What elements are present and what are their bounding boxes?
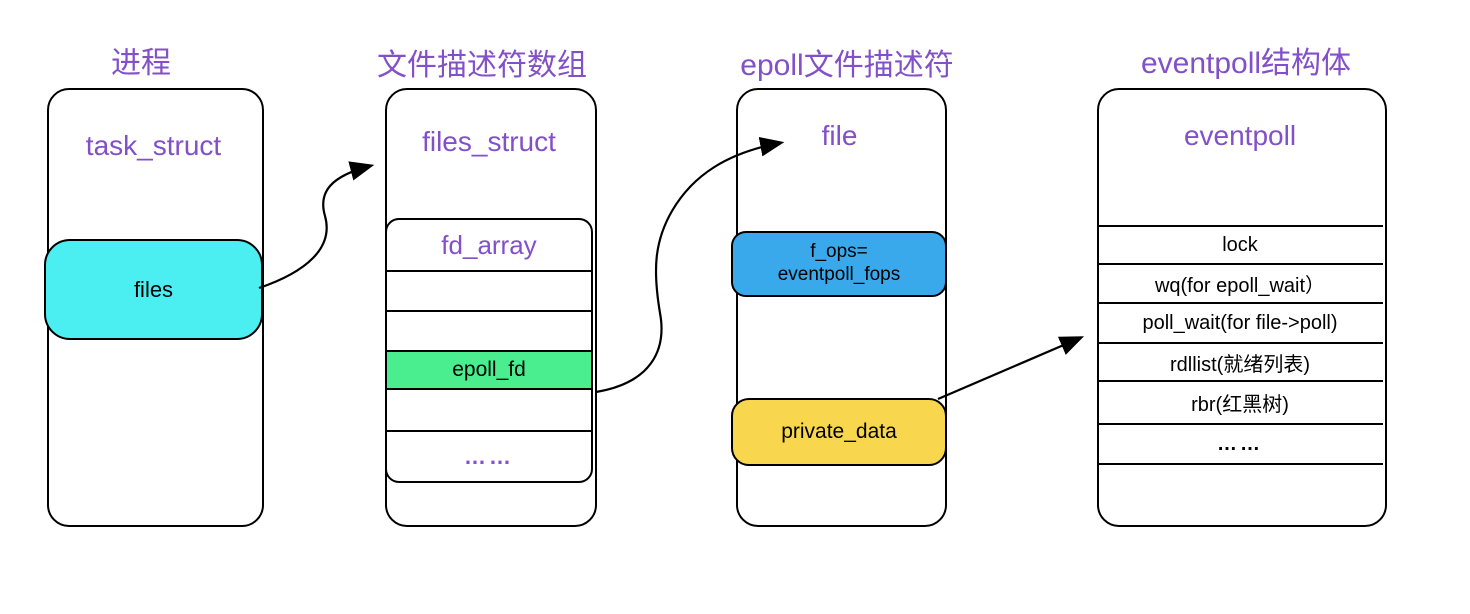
arrow-files-to-files-struct <box>258 161 375 290</box>
eventpoll-row-wq: wq(for epoll_wait） <box>1097 263 1383 302</box>
epoll-fd-label: epoll_fd <box>452 358 526 381</box>
fd-array-empty-row <box>387 390 591 432</box>
fdarray-column-title: 文件描述符数组 <box>377 49 587 82</box>
epoll-fd-row: epoll_fd <box>387 352 591 390</box>
file-column-title: epoll文件描述符 <box>740 49 954 82</box>
task-struct-label: task_struct <box>85 130 222 161</box>
fd-array-table: fd_array epoll_fd …… <box>385 218 593 483</box>
fd-array-ellipsis-row: …… <box>464 443 514 469</box>
files-field-label: files <box>133 276 174 302</box>
fd-array-empty-row <box>387 312 591 352</box>
eventpoll-label: eventpoll <box>1183 120 1297 151</box>
file-label: file <box>821 120 858 151</box>
f-ops-field: f_ops= eventpoll_fops <box>731 231 947 297</box>
eventpoll-column-title: eventpoll结构体 <box>1140 47 1352 80</box>
arrow-private-data-to-eventpoll <box>937 336 1085 401</box>
files-struct-label: files_struct <box>422 126 556 157</box>
private-data-label: private_data <box>781 420 897 443</box>
f-ops-line2: eventpoll_fops <box>777 264 901 285</box>
fd-array-header: fd_array <box>387 220 591 272</box>
eventpoll-row-lock: lock <box>1097 225 1383 263</box>
process-column-title: 进程 <box>111 47 171 80</box>
eventpoll-row-poll-wait: poll_wait(for file->poll) <box>1097 302 1383 342</box>
private-data-field: private_data <box>731 398 947 466</box>
fd-array-empty-row <box>387 272 591 312</box>
eventpoll-row-rdllist: rdllist(就绪列表) <box>1097 342 1383 380</box>
eventpoll-row-ellipsis: …… <box>1097 423 1383 465</box>
f-ops-line1: f_ops= <box>810 241 868 263</box>
files-field: files <box>44 239 263 340</box>
eventpoll-row-rbr: rbr(红黑树) <box>1097 380 1383 423</box>
eventpoll-box <box>1097 88 1387 527</box>
